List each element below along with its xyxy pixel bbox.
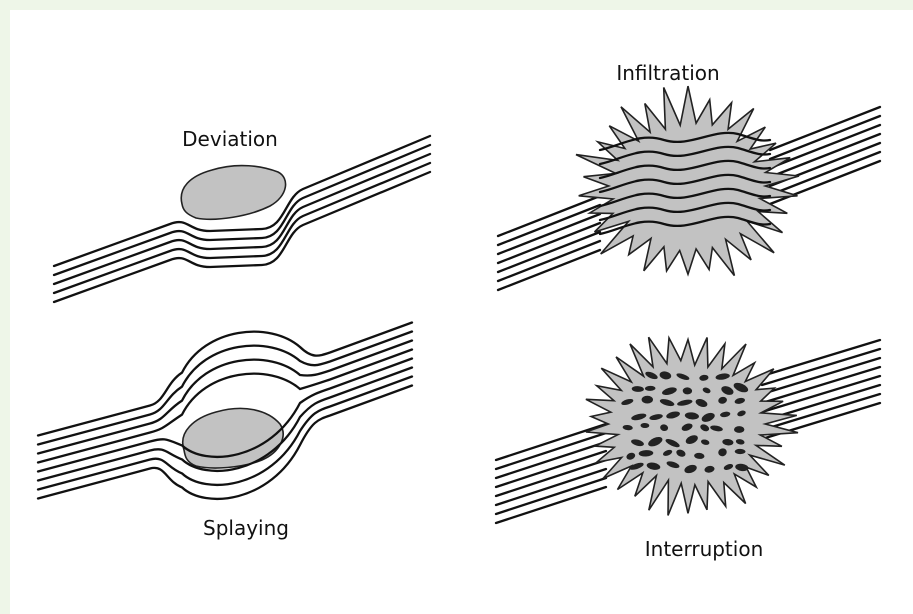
- fiber-fragment: [642, 396, 653, 404]
- fiber-fragment: [734, 426, 744, 433]
- interruption-label: Interruption: [645, 537, 764, 561]
- splaying-diagram: [38, 323, 412, 499]
- infiltration-diagram: [498, 86, 880, 290]
- infiltration-label: Infiltration: [616, 61, 719, 85]
- interruption-diagram: [496, 337, 880, 523]
- mass: [183, 408, 283, 468]
- splaying-label: Splaying: [203, 516, 289, 540]
- mass: [181, 166, 285, 220]
- deviation-label: Deviation: [182, 127, 278, 151]
- deviation-diagram: [54, 136, 430, 302]
- infiltrating-mass: [576, 86, 799, 276]
